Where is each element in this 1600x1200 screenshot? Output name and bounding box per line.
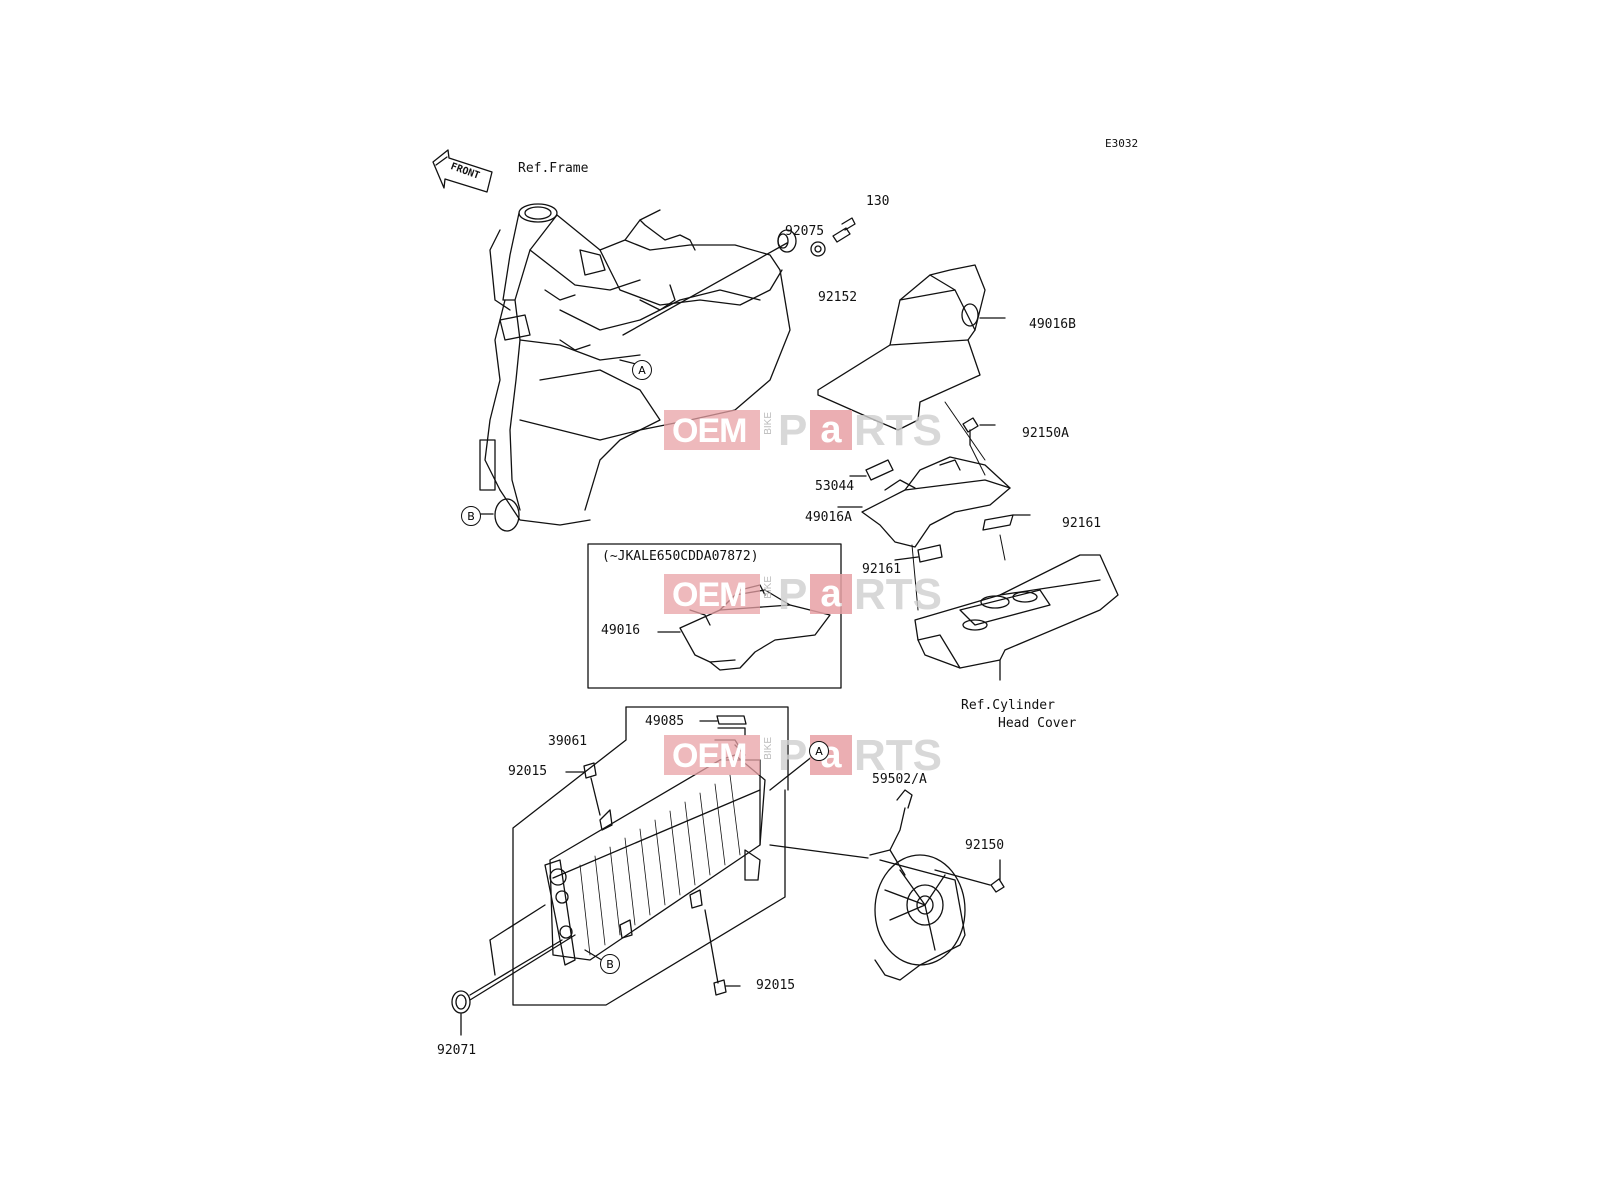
inset-box — [587, 543, 842, 689]
watermark-oem: OEM — [672, 737, 747, 775]
callout-a: A — [632, 360, 652, 380]
bolt-92150A-drawing — [962, 417, 996, 446]
bolt-92150-drawing — [990, 859, 1005, 893]
part-label-92075[interactable]: 92075 — [785, 224, 825, 239]
watermark-p: P — [778, 570, 808, 619]
grommet-92071-drawing — [451, 904, 576, 1036]
ref-cylinder-label-line2: Head Cover — [998, 716, 1077, 731]
part-label-130[interactable]: 130 — [866, 194, 890, 209]
fan-59502A-drawing — [769, 789, 991, 981]
part-label-92015[interactable]: 92015 — [508, 764, 548, 779]
watermark-oem: OEM — [672, 576, 747, 614]
inset-caption: (~JKALE650CDDA07872) — [602, 549, 759, 564]
part-label-49016B[interactable]: 49016B — [1029, 317, 1076, 332]
watermark-bike: BIKE — [763, 737, 774, 760]
clip-92015-top-drawing — [565, 762, 601, 816]
part-label-53044[interactable]: 53044 — [815, 479, 855, 494]
heat-shield-49016B-drawing — [817, 264, 1006, 431]
cylinder-head-cover-drawing — [914, 554, 1119, 681]
watermark-p: P — [778, 731, 808, 780]
callout-b: B — [600, 954, 620, 974]
watermark-a: a — [810, 410, 852, 450]
grommet-92075-drawing — [777, 229, 797, 253]
watermark-logo: OEM BIKE P a RTS — [664, 570, 944, 619]
part-label-92152[interactable]: 92152 — [818, 290, 858, 305]
watermark-p: P — [778, 406, 808, 455]
watermark-rts: RTS — [854, 406, 942, 455]
watermark-logo: OEM BIKE P a RTS — [664, 406, 944, 455]
watermark-rts: RTS — [854, 570, 942, 619]
watermark-a: a — [810, 574, 852, 614]
pad-53044-drawing — [849, 459, 894, 481]
watermark-rts: RTS — [854, 731, 942, 780]
diagram-code: E3032 — [1105, 137, 1139, 150]
part-label-92161[interactable]: 92161 — [1062, 516, 1102, 531]
ref-frame-label: Ref.Frame — [518, 161, 589, 176]
frame-drawing — [479, 203, 791, 532]
heat-shield-49016A-drawing — [837, 456, 1014, 563]
part-label-92071[interactable]: 92071 — [437, 1043, 477, 1058]
clip-92015-bottom-drawing — [704, 909, 741, 996]
ref-cylinder-label: Ref.Cylinder — [961, 698, 1055, 713]
washer-92152-drawing — [810, 241, 826, 257]
front-arrow-icon — [432, 149, 493, 193]
watermark-oem: OEM — [672, 412, 747, 450]
part-label-92015[interactable]: 92015 — [756, 978, 796, 993]
watermark-logo: OEM BIKE P a RTS — [664, 731, 944, 780]
part-label-39061[interactable]: 39061 — [548, 734, 588, 749]
watermark-bike: BIKE — [763, 576, 774, 599]
part-label-92150[interactable]: 92150 — [965, 838, 1005, 853]
bolt-130-drawing — [832, 217, 856, 243]
part-label-59502A[interactable]: 59502/A — [872, 772, 927, 787]
callout-b: B — [461, 506, 481, 526]
part-label-49085[interactable]: 49085 — [645, 714, 685, 729]
callout-a: A — [809, 741, 829, 761]
watermark-bike: BIKE — [763, 412, 774, 435]
part-label-49016A[interactable]: 49016A — [805, 510, 852, 525]
part-label-49016[interactable]: 49016 — [601, 623, 641, 638]
part-label-92161[interactable]: 92161 — [862, 562, 902, 577]
part-label-92150A[interactable]: 92150A — [1022, 426, 1069, 441]
